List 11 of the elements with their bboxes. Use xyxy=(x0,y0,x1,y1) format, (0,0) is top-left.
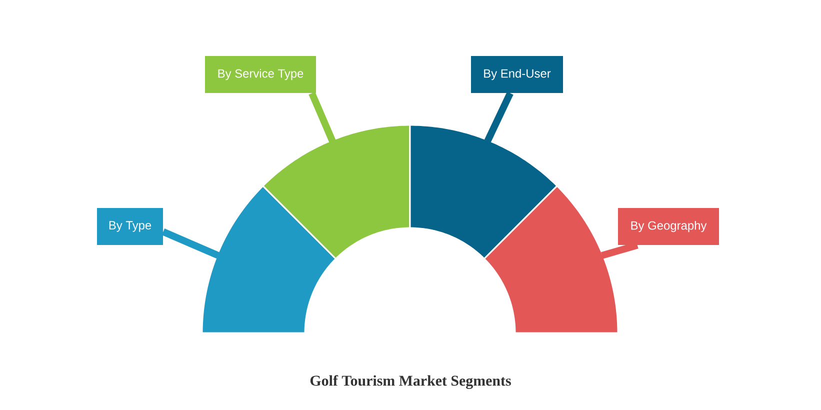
label-box: By End-User xyxy=(471,56,563,93)
ring-segment xyxy=(409,124,558,260)
leader-line xyxy=(308,92,336,142)
chart-title: Golf Tourism Market Segments xyxy=(310,375,511,389)
label-box: By Service Type xyxy=(205,56,316,93)
ring-segment xyxy=(201,185,336,334)
ring-segment xyxy=(262,124,411,260)
ring-segment xyxy=(484,185,619,334)
label-box: By Geography xyxy=(618,208,719,245)
leader-line xyxy=(484,92,514,143)
label-box: By Type xyxy=(97,208,163,245)
